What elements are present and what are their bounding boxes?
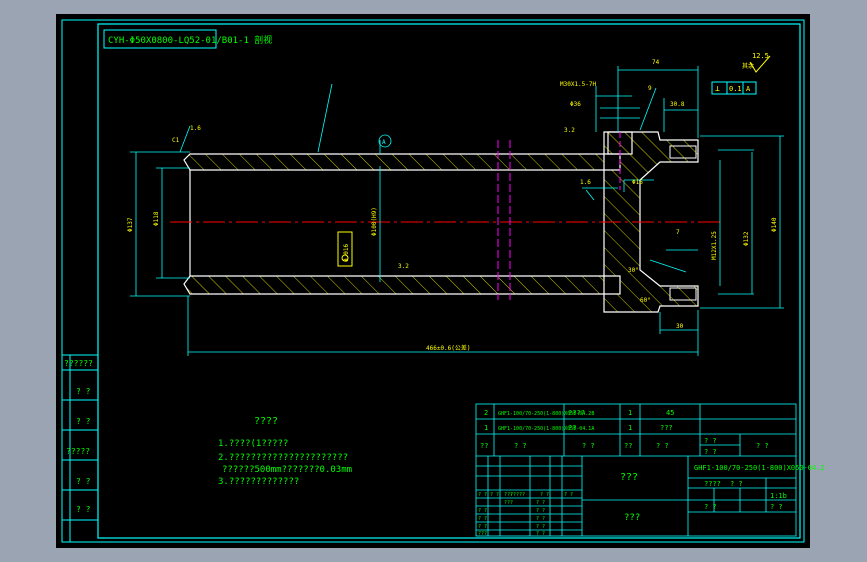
- parts-row-1-code: GHF1-100/70-250(1-800)X050-04.2B: [498, 411, 594, 417]
- dim-9: 9: [648, 85, 652, 92]
- rev-cell-5: ? ?: [536, 524, 545, 530]
- left-strip-cell-6: ? ?: [76, 505, 91, 514]
- parts-row-2-qty: 1: [628, 424, 632, 432]
- tolerance-value: 0.1: [729, 85, 742, 93]
- dim-118: Φ118: [153, 211, 160, 226]
- notes-line-2a: 2.??????????????????????: [218, 453, 348, 463]
- drawing-number-box: CYH-Φ50X0800-LQ52-01/B01-1 剖视: [103, 29, 272, 49]
- parts-header-3: ? ?: [582, 442, 595, 450]
- small-block-1: ????: [704, 480, 721, 488]
- dim-r-132: Φ132: [743, 231, 750, 246]
- rev-left-5: ???: [478, 531, 487, 537]
- scale: 1:1b: [770, 492, 787, 500]
- parts-row-2-no: 1: [484, 424, 488, 432]
- dim-bore-fit: Φ100(H9): [371, 207, 378, 236]
- dim-36: Φ36: [570, 101, 581, 108]
- revision-block: ? ? ? ? ? ? ? ? ??? ? ? ??? ????? ? ? ? …: [478, 492, 573, 537]
- parts-row-2-code: GHF1-100/70-250(1-800)X050-04.1A: [498, 426, 594, 432]
- dim-m30: M30X1.5-7H: [560, 81, 597, 88]
- dim-r-140: Φ140: [771, 217, 778, 232]
- notes-line-1: 1.????(1?????: [218, 439, 288, 449]
- rev-left-3: ? ?: [478, 516, 487, 522]
- datum-label: A: [382, 139, 386, 146]
- notes-line-2b: ??????500mm???????0.03mm: [222, 465, 352, 475]
- dim-r-16: Φ16: [632, 179, 643, 186]
- rev-cell-4: ? ?: [536, 516, 545, 522]
- drawing-number-text: CYH-Φ50X0800-LQ52-01/B01-1 剖视: [108, 34, 272, 46]
- angle-30: 30°: [628, 267, 639, 274]
- ra-left: 1.6: [190, 125, 201, 132]
- small-block-3: ? ?: [704, 503, 717, 511]
- parts-list: 2 GHF1-100/70-250(1-800)X050-04.2B ??? ? …: [480, 409, 769, 456]
- dim-length-total: 466±0.6(公差): [426, 344, 471, 352]
- dim-137: Φ137: [127, 217, 134, 232]
- dim-74: 74: [652, 59, 660, 66]
- angle-60: 60°: [640, 297, 651, 304]
- left-strip: [62, 354, 98, 542]
- dimension-lines: [130, 66, 784, 356]
- sheet-border: [97, 23, 801, 539]
- company-name: ???: [624, 513, 640, 523]
- left-strip-cell-1: ??????: [64, 359, 93, 368]
- title-block-grid: [475, 403, 797, 537]
- svg-text:12.5: 12.5: [752, 52, 769, 60]
- ra-016: 0.016: [343, 244, 350, 262]
- rev-left-1: ? ?: [478, 492, 487, 498]
- cylinder-section-view: [170, 131, 720, 313]
- parts-row-1-no: 2: [484, 409, 488, 417]
- parts-header-4: ??: [624, 442, 632, 450]
- rev-left-2: ? ?: [478, 508, 487, 514]
- dim-chamfer: C1: [172, 137, 180, 144]
- rev-cell-1: ???: [504, 500, 513, 506]
- ra-top: 3.2: [564, 127, 575, 134]
- parts-header-sub: ? ?: [704, 448, 717, 456]
- dim-30: 30: [676, 323, 684, 330]
- rev-col-1: ? ?: [490, 492, 499, 498]
- dim-30-8: 30.8: [670, 101, 685, 108]
- parts-row-1-name: ????: [568, 409, 585, 417]
- left-strip-cell-3: ? ?: [76, 417, 91, 426]
- parts-header-5: ? ?: [656, 442, 669, 450]
- rev-cell-6: ? ?: [536, 531, 545, 537]
- svg-text:其余: 其余: [742, 62, 754, 70]
- rev-col-5: ? ?: [564, 492, 573, 498]
- title-block: ??? GHF1-100/70-250(1-800)X050-04.2 ??? …: [620, 464, 825, 523]
- technical-notes: ???? 1.????(1????? 2.???????????????????…: [218, 416, 352, 487]
- parts-row-1-material: 45: [666, 409, 674, 417]
- tolerance-frame: ⊥ 0.1 A: [711, 81, 757, 95]
- parts-row-1-qty: 1: [628, 409, 632, 417]
- ra-16: 1.6: [580, 179, 591, 186]
- rev-cell-3: ? ?: [536, 508, 545, 514]
- small-block-4: ? ?: [770, 503, 783, 511]
- left-strip-cell-2: ? ?: [76, 387, 91, 396]
- rev-col-4: ? ?: [540, 492, 549, 498]
- dim-7: 7: [676, 229, 680, 236]
- rev-cell-2: ? ?: [536, 500, 545, 506]
- parts-header-7: ? ?: [756, 442, 769, 450]
- drawing-title: ???: [620, 472, 638, 483]
- tolerance-datum: A: [746, 85, 751, 93]
- parts-header-2: ? ?: [514, 442, 527, 450]
- surface-finish-corner: 12.5 其余: [742, 52, 771, 73]
- dim-r-m12: M12X1.25: [711, 231, 718, 260]
- rev-col-3: ?????: [510, 492, 525, 498]
- left-strip-cell-4: ?????: [66, 447, 90, 456]
- ra-3-2: 3.2: [398, 263, 409, 270]
- notes-title: ????: [254, 416, 278, 427]
- parts-header-1: ??: [480, 442, 488, 450]
- tolerance-symbol: ⊥: [715, 84, 720, 93]
- rev-left-4: ? ?: [478, 524, 487, 530]
- parts-header-6: ? ?: [704, 437, 717, 445]
- left-strip-cell-5: ? ?: [76, 477, 91, 486]
- parts-row-2-material: ???: [660, 424, 673, 432]
- notes-line-3: 3.?????????????: [218, 477, 299, 487]
- parts-row-2-name: ??: [568, 424, 576, 432]
- rev-col-2: ???: [504, 492, 513, 498]
- small-block-2: ? ?: [730, 480, 743, 488]
- drawing-code: GHF1-100/70-250(1-800)X050-04.2: [694, 464, 825, 472]
